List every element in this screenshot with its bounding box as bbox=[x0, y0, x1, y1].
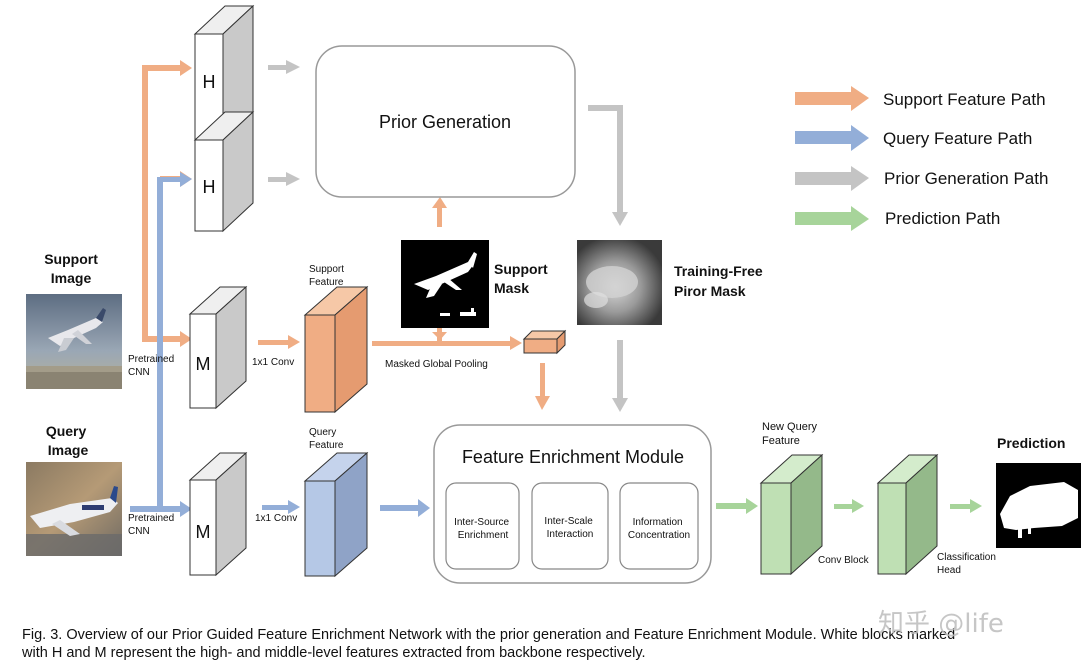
support-mask-image bbox=[401, 240, 489, 328]
h-label: H bbox=[203, 177, 216, 197]
query-image bbox=[26, 462, 122, 556]
prediction-image bbox=[996, 463, 1081, 548]
m-block-query: M bbox=[188, 451, 248, 577]
legend-label-query: Query Feature Path bbox=[883, 129, 1032, 148]
prior-generation-module: Prior Generation bbox=[315, 45, 576, 198]
query-feature-label: Query Feature bbox=[309, 427, 344, 451]
query-path-arrows bbox=[130, 172, 430, 517]
legend: Support Feature Path Query Feature Path … bbox=[795, 86, 1048, 231]
m-block-support: M bbox=[188, 285, 248, 410]
prior-path-arrows bbox=[268, 60, 628, 412]
prior-mask-image bbox=[577, 240, 662, 325]
info-concentration-label-1: Information bbox=[633, 517, 683, 528]
conv-block-label: Conv Block bbox=[818, 555, 870, 566]
support-image bbox=[26, 294, 122, 389]
watermark: 知乎 @life bbox=[878, 609, 1004, 639]
figure-caption: Fig. 3. Overview of our Prior Guided Fea… bbox=[22, 626, 1088, 662]
support-feature-block bbox=[303, 285, 369, 414]
training-free-prior-mask-label: Training-Free Piror Mask bbox=[674, 263, 767, 299]
svg-text:Information Concentratio: Information Concentration bbox=[628, 517, 690, 541]
support-mask-label: Support Mask bbox=[494, 261, 552, 296]
legend-prediction: Prediction Path bbox=[795, 206, 1000, 231]
prediction-label: Prediction bbox=[997, 435, 1065, 451]
legend-prior: Prior Generation Path bbox=[795, 166, 1048, 191]
svg-text:Inter-Source Enrichment: Inter-Source Enrichment bbox=[454, 517, 512, 541]
caption-line-2: with H and M represent the high- and mid… bbox=[22, 645, 646, 661]
support-feature-label: Support Feature bbox=[309, 264, 347, 288]
h-label: H bbox=[203, 72, 216, 92]
inter-scale-label-1: Inter-Scale bbox=[544, 516, 593, 527]
new-query-feature-label: New Query Feature bbox=[762, 421, 820, 447]
prior-generation-title: Prior Generation bbox=[379, 112, 511, 132]
information-concentration-box bbox=[619, 482, 699, 570]
new-query-feature-block bbox=[759, 453, 824, 576]
query-feature-block bbox=[303, 451, 369, 578]
query-image-label: Query Image bbox=[46, 423, 90, 458]
info-concentration-label-2: Concentration bbox=[628, 530, 690, 541]
inter-source-label-2: Enrichment bbox=[458, 530, 509, 541]
m-label: M bbox=[196, 522, 211, 542]
pretrained-cnn-label-query: Pretrained CNN bbox=[128, 513, 177, 537]
legend-query: Query Feature Path bbox=[795, 125, 1032, 151]
caption-line-1: Fig. 3. Overview of our Prior Guided Fea… bbox=[22, 627, 956, 643]
legend-swatch-support bbox=[795, 92, 853, 105]
m-label: M bbox=[196, 354, 211, 374]
support-image-label: Support Image bbox=[44, 251, 102, 286]
conv-1x1-label-query: 1x1 Conv bbox=[255, 513, 297, 524]
conv-1x1-label-support: 1x1 Conv bbox=[252, 357, 294, 368]
h-block-support: H bbox=[193, 4, 255, 142]
prediction-path-arrows bbox=[716, 498, 982, 514]
legend-label-prior: Prior Generation Path bbox=[884, 169, 1048, 188]
inter-scale-box bbox=[531, 482, 609, 570]
inter-source-box bbox=[445, 482, 520, 570]
fem-title: Feature Enrichment Module bbox=[462, 447, 684, 467]
legend-label-support: Support Feature Path bbox=[883, 90, 1046, 109]
pretrained-cnn-label-support: Pretrained CNN bbox=[128, 354, 177, 378]
conv-block-output bbox=[876, 453, 939, 576]
masked-global-pooling-label: Masked Global Pooling bbox=[385, 359, 488, 370]
feature-enrichment-module: Feature Enrichment Module Inter-Source E… bbox=[433, 424, 712, 584]
legend-support: Support Feature Path bbox=[795, 86, 1046, 111]
inter-scale-label-2: Interaction bbox=[547, 529, 594, 540]
h-block-query: H bbox=[193, 110, 255, 233]
inter-source-label-1: Inter-Source bbox=[454, 517, 509, 528]
pooled-support-vector bbox=[522, 329, 567, 355]
svg-text:Inter-Scale Interaction: Inter-Scale Interaction bbox=[544, 516, 595, 540]
legend-label-prediction: Prediction Path bbox=[885, 209, 1000, 228]
classification-head-label: Classification Head bbox=[937, 552, 999, 576]
